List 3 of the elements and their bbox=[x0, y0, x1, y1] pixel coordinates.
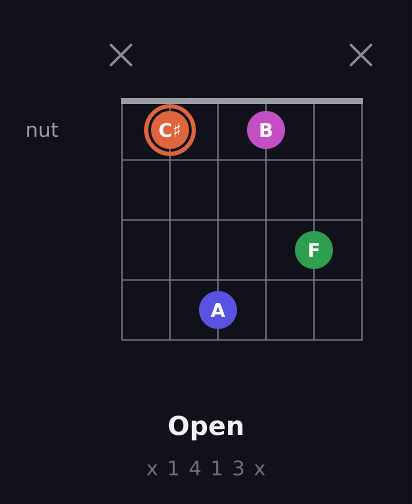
fingering-text: x 1 4 1 3 x bbox=[146, 460, 265, 476]
chord-name: Open bbox=[168, 416, 242, 440]
nut-label: nut bbox=[27, 122, 58, 138]
